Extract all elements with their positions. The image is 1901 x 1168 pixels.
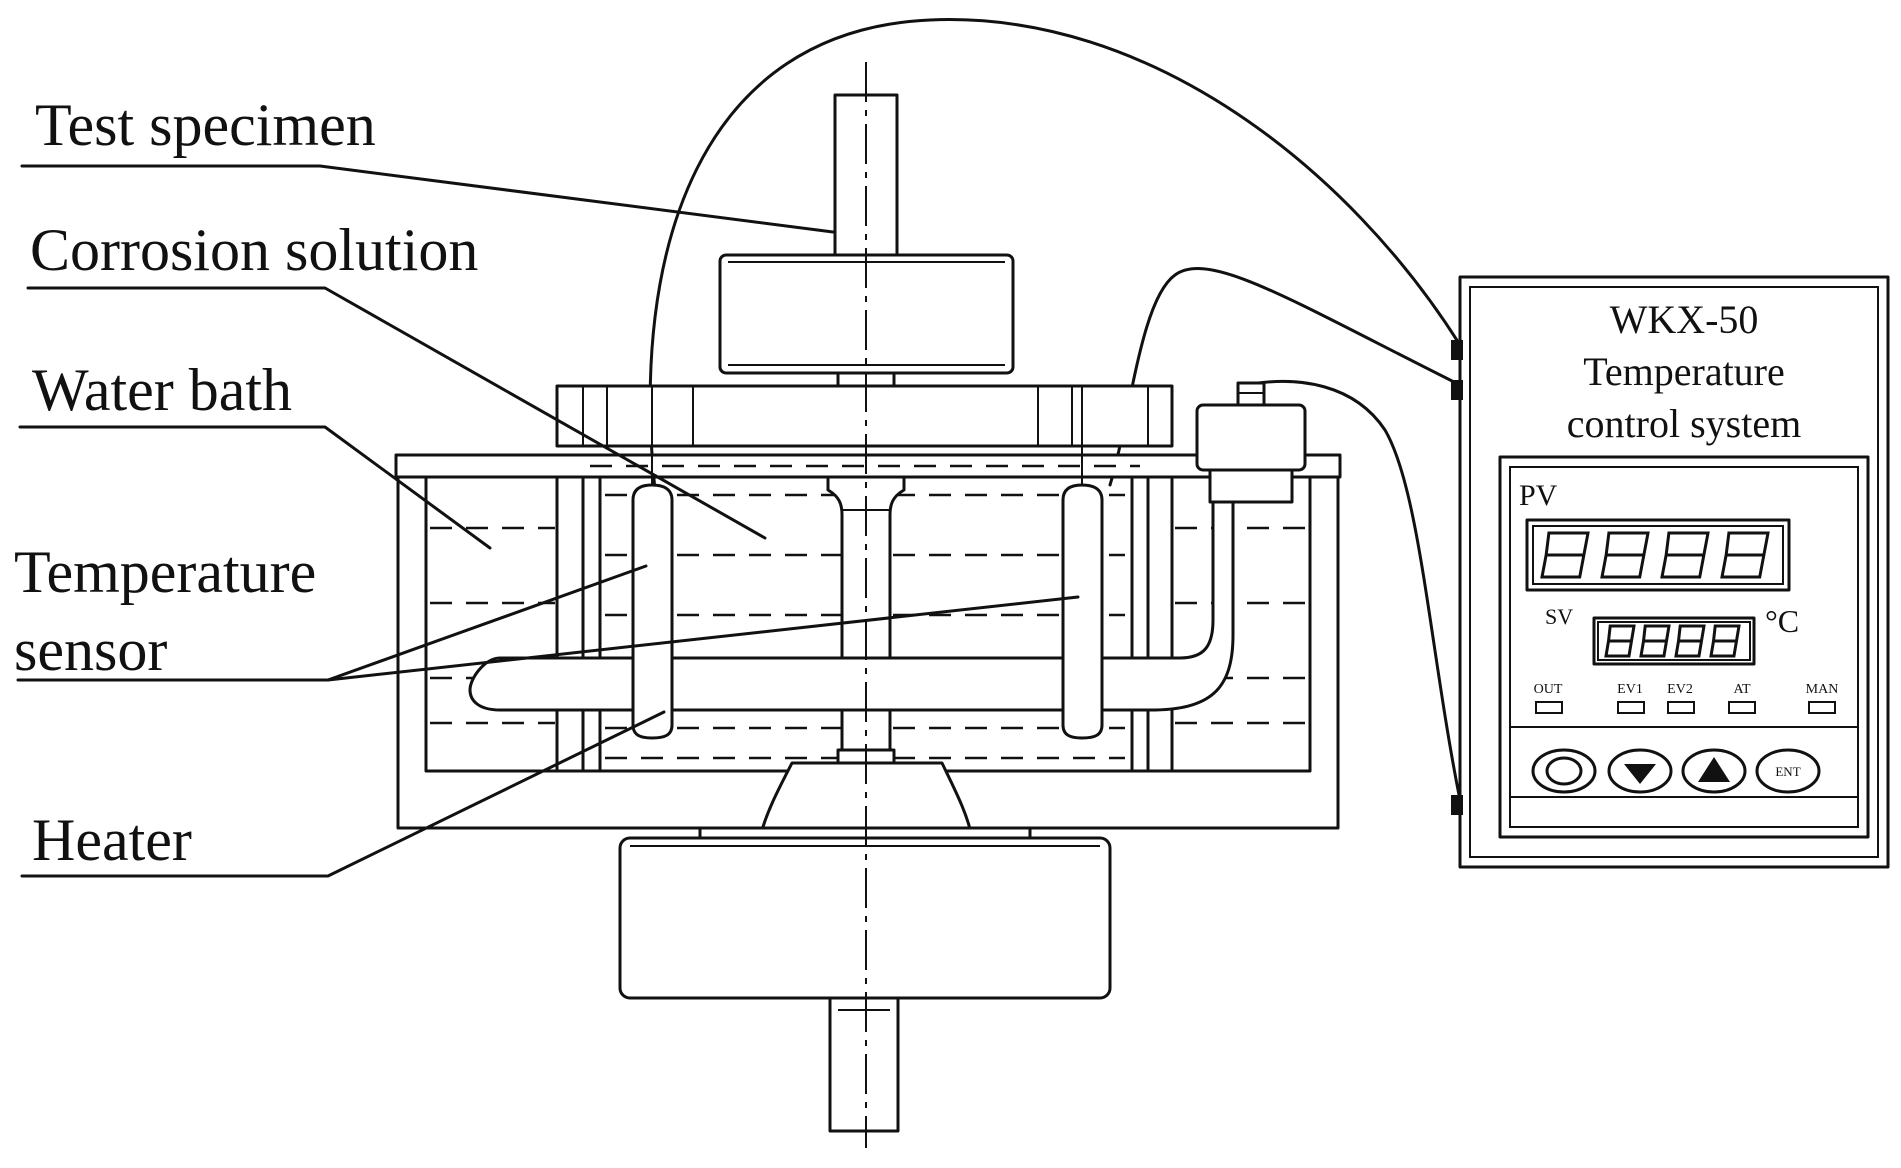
enter-button-label: ENT [1775,764,1800,779]
pv-digit [1600,531,1650,579]
connector-middle [1451,380,1463,400]
wire-left-sensor [648,18,1462,492]
leader-lines [16,164,1080,878]
pv-digit [1720,531,1770,579]
indicator-out-led [1535,701,1563,714]
leader-test-specimen [20,164,835,234]
leader-temperature-sensor-b [326,595,1080,682]
sv-digit [1639,624,1671,658]
temperature-sensor-left [631,483,674,740]
circle-button-icon[interactable] [1531,748,1597,794]
label-water-bath: Water bath [32,357,292,423]
sv-digits [1604,624,1741,658]
label-corrosion-solution: Corrosion solution [30,217,478,283]
wire-heater [1243,379,1462,802]
indicator-at-led [1728,701,1756,714]
sv-digit [1674,624,1706,658]
unit-label: °C [1765,603,1799,639]
controller-title-line2: control system [1567,401,1801,446]
pv-digit [1660,531,1710,579]
leader-water-bath [18,425,492,550]
controller-title-line1: Temperature [1583,349,1785,394]
label-test-specimen: Test specimen [35,92,376,158]
labels: Test specimen Corrosion solution Water b… [14,92,478,873]
up-triangle-icon[interactable] [1681,748,1747,794]
temperature-sensor-right [1061,483,1104,740]
pv-label: PV [1519,479,1558,512]
pv-digit [1540,531,1590,579]
label-heater: Heater [32,807,192,873]
temperature-controller: WKX-50 Temperature control system PV SV … [1451,275,1890,869]
indicator-ev2-label: EV2 [1667,682,1693,697]
indicator-ev2-led [1667,701,1695,714]
temperature-sensors [631,385,1104,740]
leader-heater [20,710,666,878]
connector-bottom [1451,795,1463,815]
sv-label: SV [1545,604,1573,629]
heater-head-base [1208,468,1294,504]
indicator-man-label: MAN [1806,682,1839,697]
upper-cover-block [555,384,1174,448]
sv-digit [1604,624,1636,658]
specimen-rod-lower [828,996,900,1133]
sv-digit [1709,624,1741,658]
heater [468,381,1307,712]
indicator-out-label: OUT [1534,682,1563,697]
controller-model: WKX-50 [1610,297,1759,342]
heater-head [1195,403,1307,472]
down-triangle-icon[interactable] [1607,748,1673,794]
indicator-ev1-led [1617,701,1645,714]
label-temperature-sensor-line2: sensor [14,617,167,683]
enter-button-icon[interactable]: ENT [1755,748,1821,794]
indicator-at-label: AT [1733,682,1751,697]
pv-digits [1540,531,1770,579]
heater-tube [468,473,1235,712]
leader-corrosion-solution [26,286,767,540]
controller-panel [1498,455,1870,839]
indicator-ev1-label: EV1 [1617,682,1643,697]
pv-display [1525,518,1791,592]
indicator-man-led [1808,701,1836,714]
sv-display [1592,616,1756,666]
label-temperature-sensor-line1: Temperature [14,539,316,605]
connector-top [1451,340,1463,360]
